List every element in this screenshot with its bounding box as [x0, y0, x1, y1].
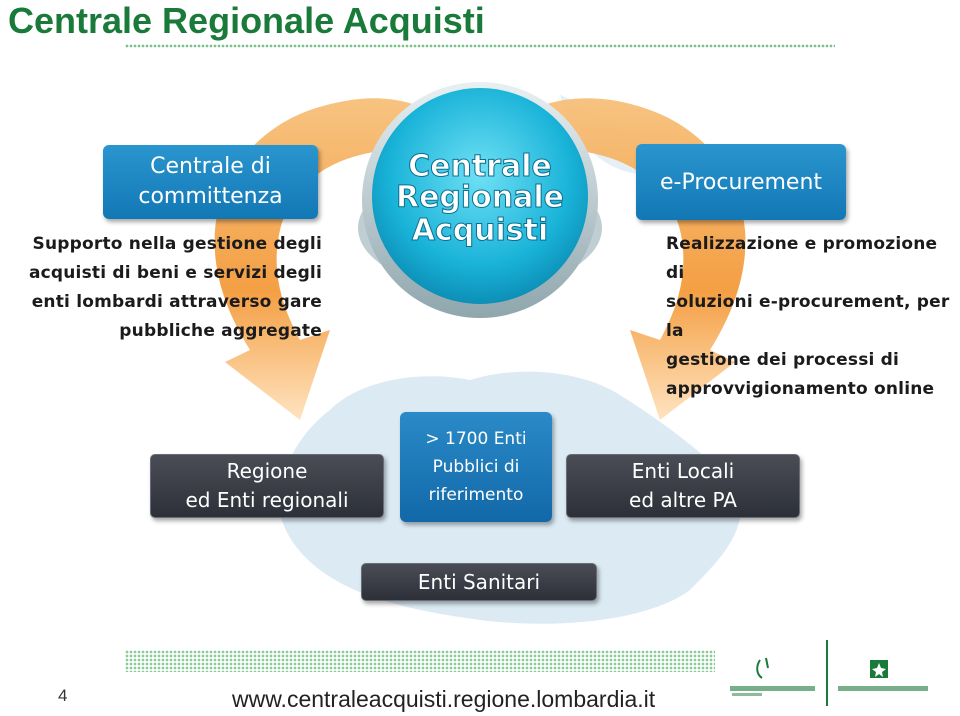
footer-url-link[interactable]: www.centraleacquisti.regione.lombardia.i… — [232, 686, 656, 712]
centrale-acquisti-logo — [730, 657, 815, 696]
left-box-line-2: committenza — [138, 184, 283, 209]
right-desc-line: soluzioni e-procurement, per la — [666, 292, 950, 341]
left-desc-line: enti lombardi attraverso gare — [31, 292, 322, 312]
e-procurement-box: e-Procurement — [636, 144, 846, 220]
logo-divider — [826, 640, 828, 706]
left-box-line-1: Centrale di — [150, 154, 271, 179]
badge-line-2: Regionale — [396, 180, 564, 215]
enti-pubblici-box: > 1700 Enti Pubblici di riferimento — [400, 412, 552, 522]
page-number: 4 — [58, 686, 68, 705]
right-desc-line: approvvigionamento online — [666, 379, 935, 399]
badge-line-3: Acquisti — [412, 213, 549, 248]
enti-sanitari-label: Enti Sanitari — [417, 570, 541, 594]
left-desc-line: pubbliche aggregate — [119, 321, 322, 341]
centrale-committenza-box: Centrale di committenza — [103, 145, 318, 219]
left-description: Supporto nella gestione degli acquisti d… — [22, 230, 322, 346]
page-title: Centrale Regionale Acquisti — [8, 0, 485, 41]
regione-line-1: Regione — [226, 459, 308, 483]
right-desc-line: Realizzazione e promozione di — [666, 234, 938, 283]
right-description: Realizzazione e promozione di soluzioni … — [666, 230, 958, 404]
enti-pubblici-line-2: Pubblici di — [432, 457, 520, 477]
enti-pubblici-line-1: > 1700 Enti — [425, 429, 527, 449]
enti-sanitari-box: Enti Sanitari — [361, 563, 597, 601]
bottom-dotted-divider — [125, 650, 715, 672]
enti-pubblici-line-3: riferimento — [428, 485, 524, 505]
central-badge — [372, 88, 588, 304]
regione-line-2: ed Enti regionali — [185, 488, 349, 512]
right-box-label: e-Procurement — [659, 169, 823, 195]
enti-locali-line-2: ed altre PA — [629, 488, 737, 512]
regione-lombardia-logo — [838, 660, 928, 691]
enti-locali-box: Enti Locali ed altre PA — [566, 454, 800, 518]
top-dotted-divider — [125, 44, 835, 48]
enti-locali-line-1: Enti Locali — [631, 459, 735, 483]
left-desc-line: acquisti di beni e servizi degli — [28, 263, 322, 283]
regione-box: Regione ed Enti regionali — [150, 454, 384, 518]
badge-line-1: Centrale — [408, 149, 552, 184]
left-desc-line: Supporto nella gestione degli — [32, 234, 322, 254]
right-desc-line: gestione dei processi di — [666, 350, 900, 370]
